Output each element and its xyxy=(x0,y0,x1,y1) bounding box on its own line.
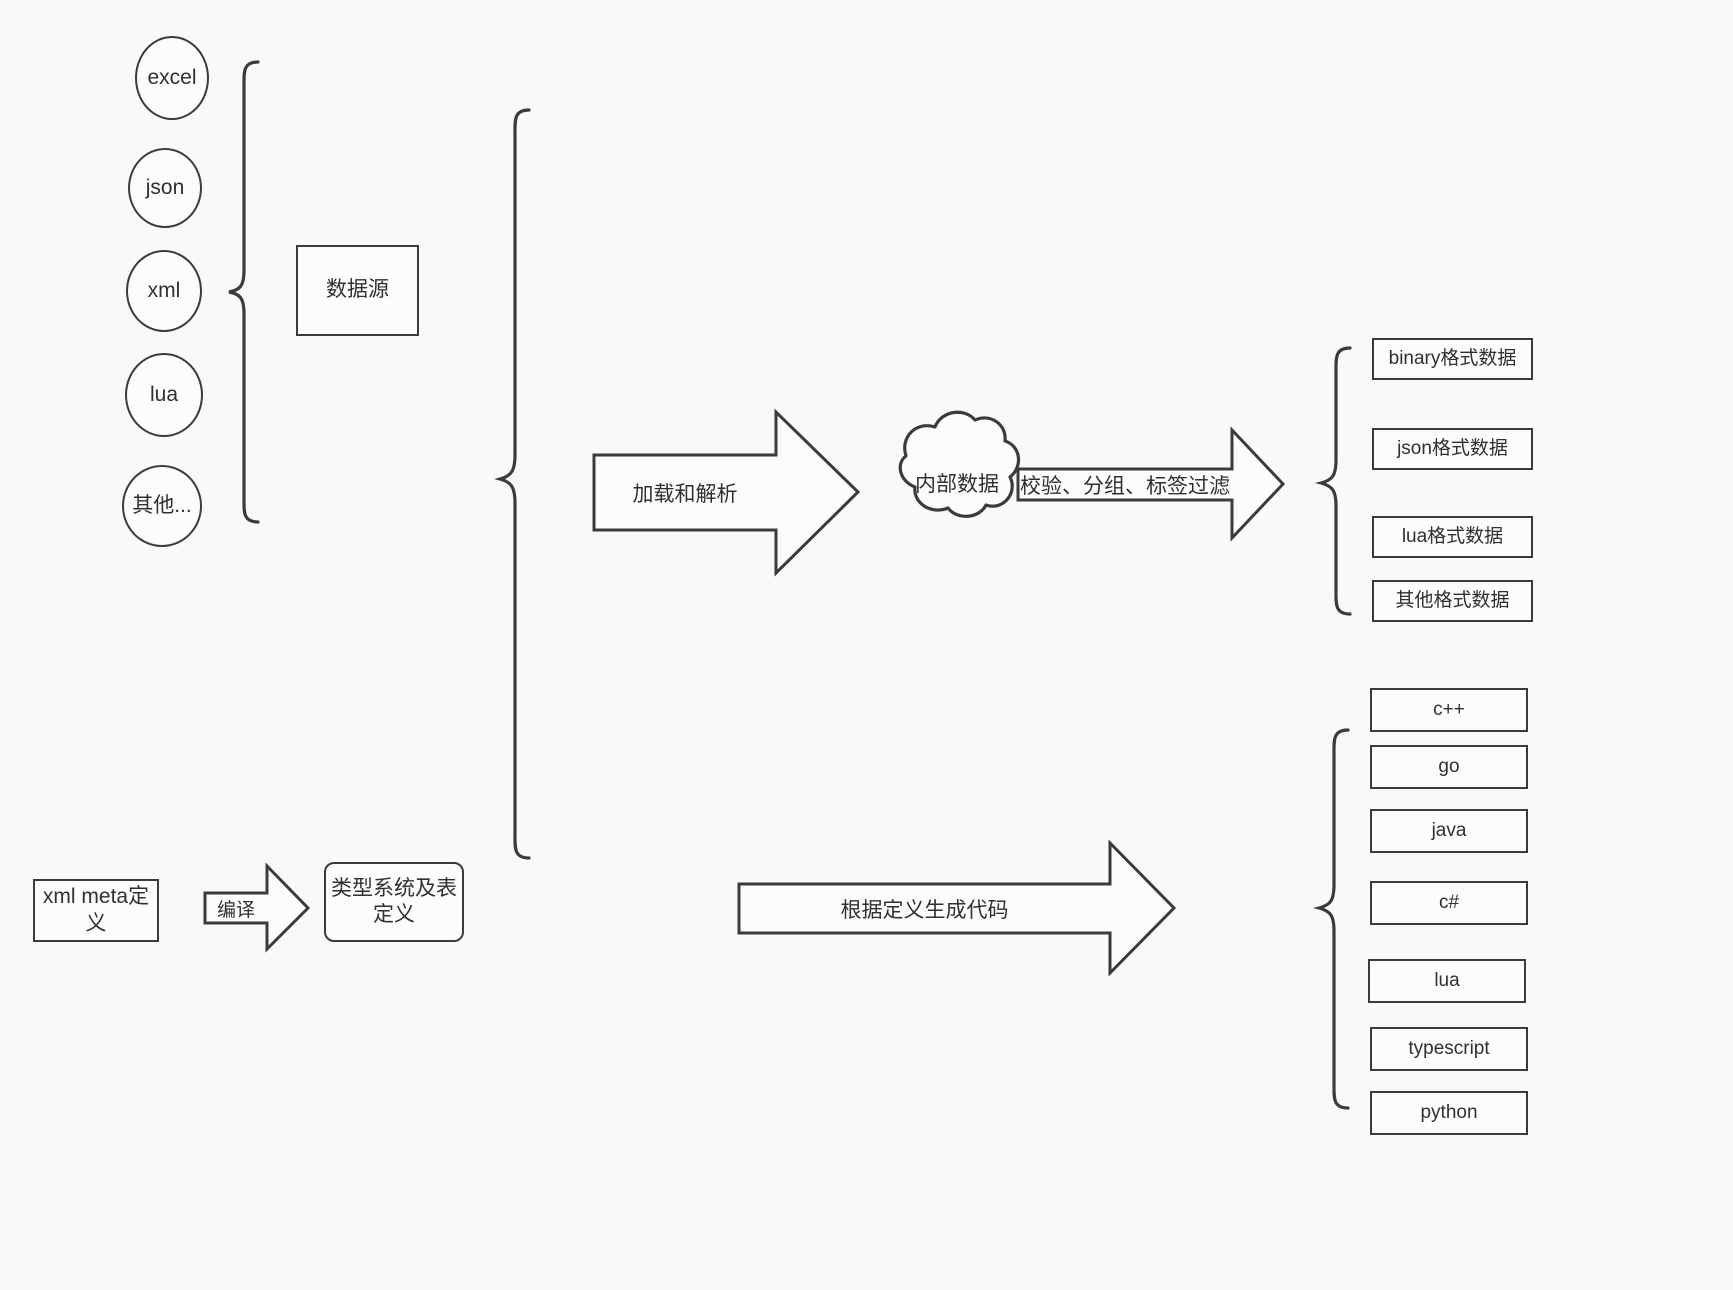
inputs-brace xyxy=(493,108,531,860)
internal-data-cloud xyxy=(898,410,1020,518)
language-box-go[interactable]: go xyxy=(1370,745,1528,789)
data-source-box[interactable]: 数据源 xyxy=(296,245,419,336)
language-box-cpp[interactable]: c++ xyxy=(1370,688,1528,732)
language-box-lua[interactable]: lua xyxy=(1368,959,1526,1003)
language-box-label: lua xyxy=(1434,970,1460,992)
sources-brace xyxy=(228,60,260,524)
validate-filter-arrow xyxy=(1016,426,1286,542)
compile-arrow xyxy=(203,862,311,953)
output-box-binary[interactable]: binary格式数据 xyxy=(1372,338,1533,380)
source-circle-excel[interactable]: excel xyxy=(135,36,209,120)
source-circle-xml[interactable]: xml xyxy=(126,250,202,332)
source-circle-label: 其他... xyxy=(132,493,192,517)
output-box-lua[interactable]: lua格式数据 xyxy=(1372,516,1533,558)
output-box-label: lua格式数据 xyxy=(1401,526,1504,548)
outputs-brace xyxy=(1314,346,1352,616)
source-circle-label: json xyxy=(145,175,185,199)
source-circle-json[interactable]: json xyxy=(128,148,202,228)
load-parse-arrow-label: 加载和解析 xyxy=(632,482,738,506)
language-box-python[interactable]: python xyxy=(1370,1091,1528,1135)
source-circle-label: lua xyxy=(149,382,179,406)
load-parse-arrow xyxy=(592,408,861,577)
source-circle-label: xml xyxy=(147,278,181,302)
output-box-json[interactable]: json格式数据 xyxy=(1372,428,1533,470)
language-box-java[interactable]: java xyxy=(1370,809,1528,853)
source-circle-other[interactable]: 其他... xyxy=(122,465,202,547)
xml-meta-label: xml meta定义 xyxy=(42,885,150,935)
output-box-other[interactable]: 其他格式数据 xyxy=(1372,580,1533,622)
language-box-label: python xyxy=(1420,1102,1478,1124)
source-circle-label: excel xyxy=(147,65,197,89)
language-box-label: typescript xyxy=(1408,1038,1490,1060)
codegen-arrow xyxy=(737,839,1177,977)
language-box-label: go xyxy=(1438,756,1460,778)
type-system-box[interactable]: 类型系统及表定义 xyxy=(324,862,464,942)
language-box-label: java xyxy=(1431,820,1467,842)
language-box-typescript[interactable]: typescript xyxy=(1370,1027,1528,1071)
output-box-label: binary格式数据 xyxy=(1388,348,1517,370)
language-box-label: c++ xyxy=(1433,699,1465,721)
language-box-label: c# xyxy=(1438,892,1460,914)
validate-filter-arrow-label: 校验、分组、标签过滤 xyxy=(1020,474,1230,498)
internal-data-cloud-label: 内部数据 xyxy=(915,473,999,496)
output-box-label: 其他格式数据 xyxy=(1395,590,1510,612)
xml-meta-box[interactable]: xml meta定义 xyxy=(33,879,159,942)
codegen-arrow-label: 根据定义生成代码 xyxy=(840,898,1009,922)
type-system-label: 类型系统及表定义 xyxy=(331,876,457,926)
languages-brace xyxy=(1312,728,1350,1110)
compile-arrow-label: 编译 xyxy=(216,899,255,921)
output-box-label: json格式数据 xyxy=(1397,438,1508,460)
language-box-csharp[interactable]: c# xyxy=(1370,881,1528,925)
source-circle-lua[interactable]: lua xyxy=(125,353,203,437)
data-source-label: 数据源 xyxy=(326,278,389,302)
